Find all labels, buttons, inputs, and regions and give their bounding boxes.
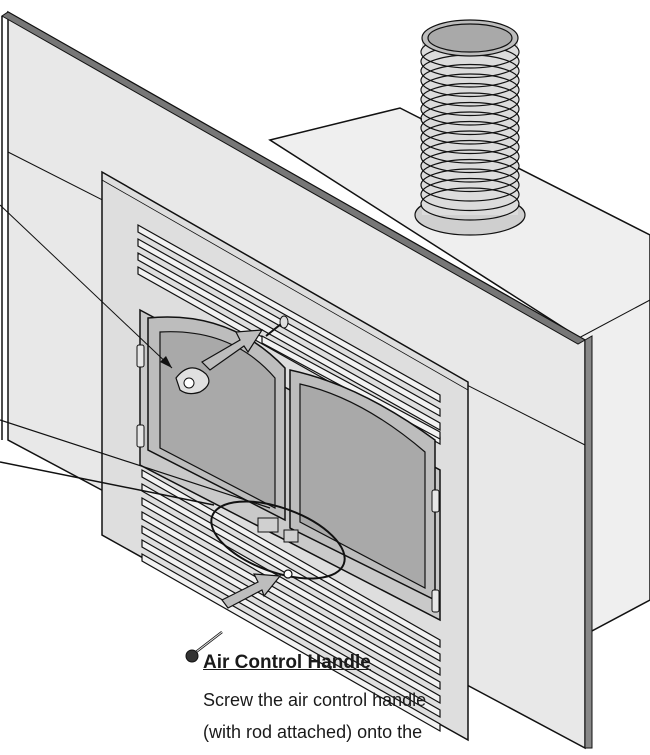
screw-icon [265,315,289,337]
pipe-ring [420,111,520,145]
louver-slat [141,496,441,677]
caption: Air Control Handle Screw the air control… [203,652,643,748]
pipe-ring [420,177,520,212]
louver-slat [141,510,441,691]
hinges [136,344,440,613]
pipe-ring [420,139,520,174]
louver-slat [137,251,441,432]
pipe-ring [420,187,520,221]
pipe-ring [420,92,520,126]
arrow-icon [221,573,282,609]
louver-slat [137,223,441,404]
pipe-ring [420,101,520,136]
pipe-ring [420,73,520,107]
air-control-handle-icon [185,631,223,663]
air-control-callout [0,419,346,580]
pipe-ring [420,130,520,164]
left-door [147,316,286,522]
caption-title: Air Control Handle [203,652,371,673]
louver-slat [141,538,441,719]
right-door [289,369,436,602]
pipe-ring [420,82,520,117]
caption-line: Screw the air control handle [203,690,427,710]
latch-pointer [0,204,173,369]
louver-slat [141,468,441,649]
pipe-ring [420,168,520,202]
pipe-ring [420,120,520,155]
caption-line: (with rod attached) onto the [203,722,423,742]
door-latch-icon [175,367,210,395]
louver-slat [137,237,441,418]
chimney-pipe [414,19,526,236]
louver-slat [141,552,441,733]
louver-slat [141,524,441,705]
arrow-icon [201,329,264,371]
pipe-ring [420,149,520,183]
pipe-ring [420,158,520,193]
pipe-ring [420,63,520,98]
